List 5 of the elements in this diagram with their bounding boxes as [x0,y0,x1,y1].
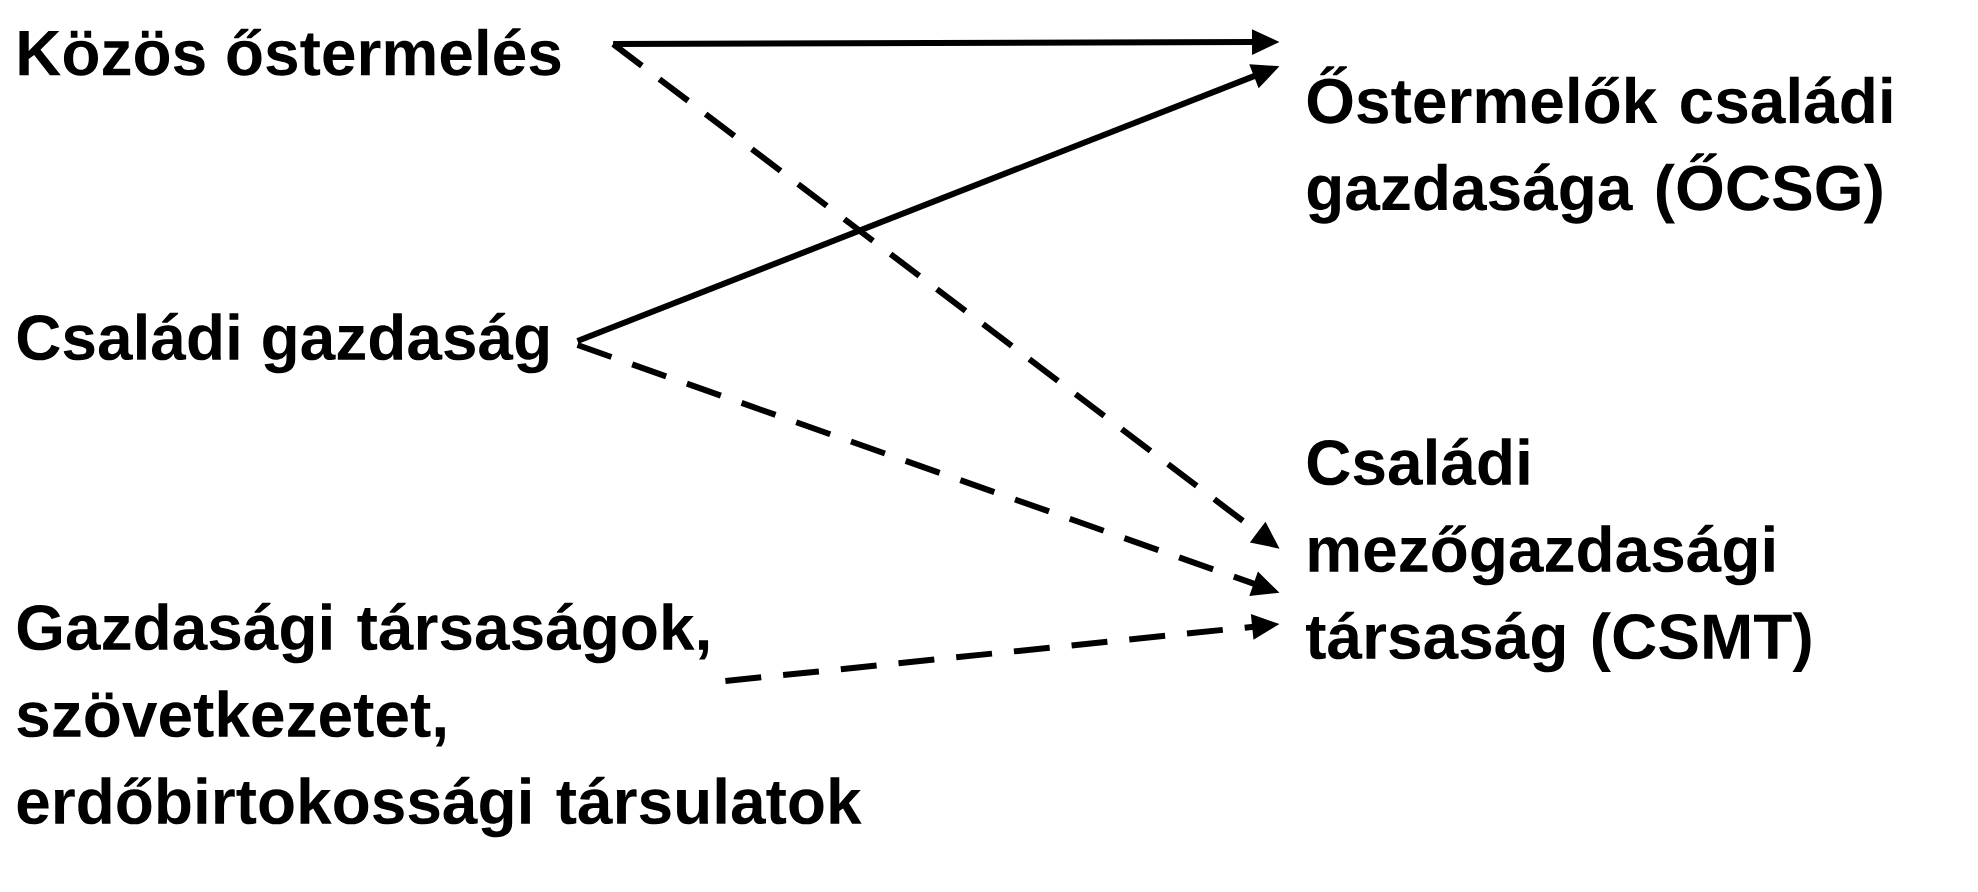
text-label: Gazdasági társaságok, szövetkezetet, erdőbirtokossági társulatok [17,602,862,838]
text-label: Családi mezőgazdasági társaság (CSMT) [1306,437,1811,673]
text-label: Őstermelők családi gazdasága (ŐCSG) [1307,66,1892,224]
text-label: Közös őstermelés [19,28,561,76]
text-label: Családi gazdaság [17,312,548,374]
